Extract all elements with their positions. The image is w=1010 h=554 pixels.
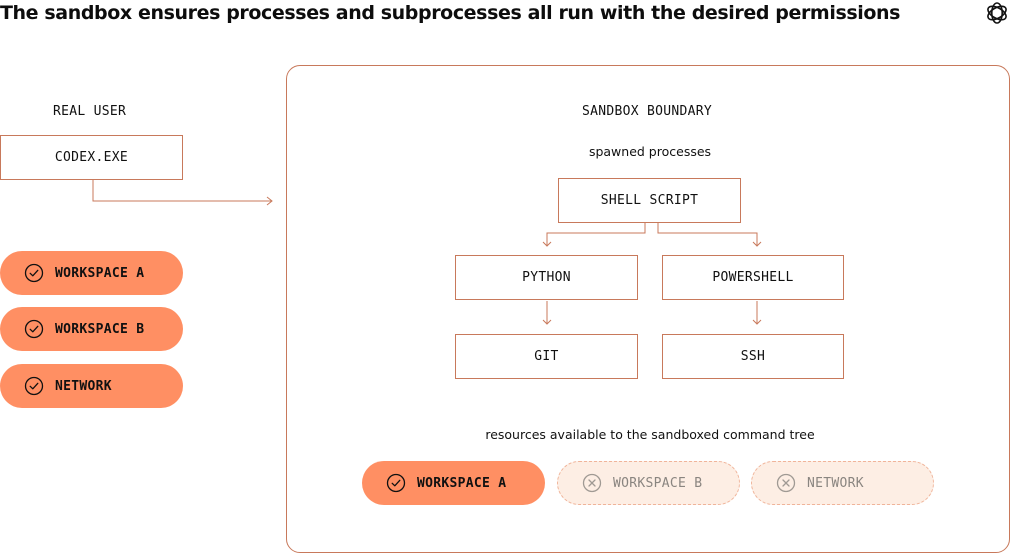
spawned-processes-caption: spawned processes: [588, 144, 712, 159]
check-circle-icon: [24, 319, 44, 339]
permission-label: WORKSPACE A: [417, 475, 507, 491]
codex-exe-box: CODEX.EXE: [0, 135, 183, 180]
permission-label: WORKSPACE B: [613, 475, 703, 491]
sandbox-boundary-heading: SANDBOX BOUNDARY: [582, 104, 713, 119]
sandbox-resource-pill: WORKSPACE A: [362, 461, 545, 505]
sandbox-resource-pill: WORKSPACE B: [557, 461, 740, 505]
check-circle-icon: [24, 376, 44, 396]
shell-script-box: SHELL SCRIPT: [558, 178, 741, 223]
python-box: PYTHON: [455, 255, 638, 300]
openai-logo-icon: [987, 2, 1007, 24]
x-circle-icon: [582, 473, 602, 493]
git-box: GIT: [455, 334, 638, 379]
sandbox-resource-pill: NETWORK: [751, 461, 934, 505]
real-user-permission-pill: WORKSPACE A: [0, 251, 183, 295]
permission-label: WORKSPACE A: [55, 265, 145, 281]
real-user-permission-pill: NETWORK: [0, 364, 183, 408]
x-circle-icon: [776, 473, 796, 493]
check-circle-icon: [386, 473, 406, 493]
check-circle-icon: [24, 263, 44, 283]
page-title: The sandbox ensures processes and subpro…: [0, 2, 901, 24]
permission-label: NETWORK: [807, 475, 864, 491]
resources-caption: resources available to the sandboxed com…: [485, 427, 815, 442]
ssh-box: SSH: [662, 334, 844, 379]
powershell-box: POWERSHELL: [662, 255, 844, 300]
real-user-permission-pill: WORKSPACE B: [0, 307, 183, 351]
real-user-heading: REAL USER: [53, 104, 127, 119]
permission-label: WORKSPACE B: [55, 321, 145, 337]
permission-label: NETWORK: [55, 378, 112, 394]
